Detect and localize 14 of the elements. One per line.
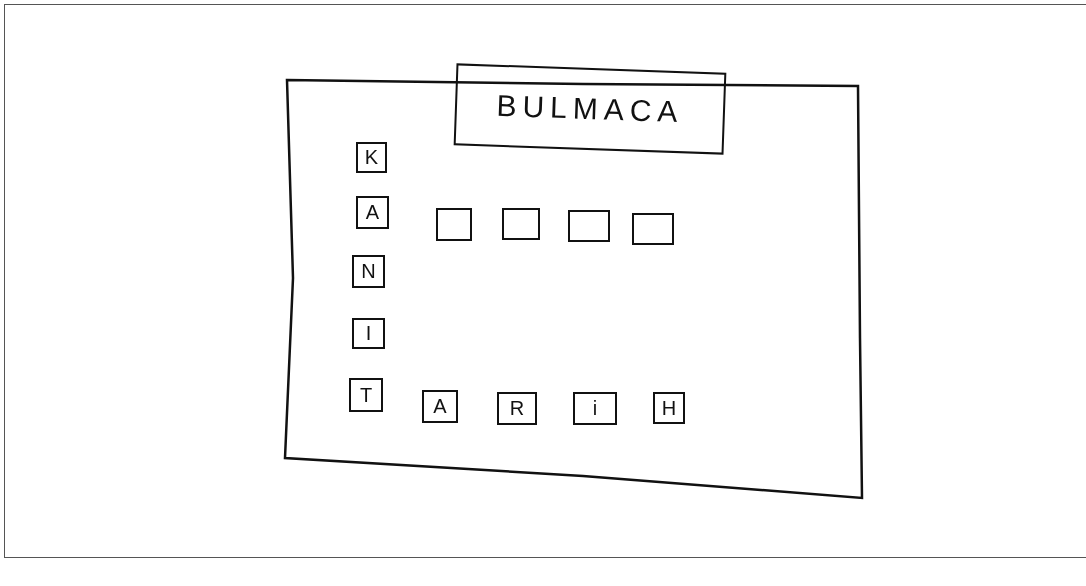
empty-square (502, 208, 540, 240)
letter-square: A (356, 196, 389, 229)
letter-square: T (349, 378, 383, 412)
letter-square: I (352, 318, 385, 349)
letter-square: N (352, 255, 385, 288)
letter-square: R (497, 392, 537, 425)
empty-square (632, 213, 674, 245)
letter-square: K (356, 142, 387, 173)
letter-square: H (653, 392, 685, 424)
empty-square (436, 208, 472, 241)
letter-square: A (422, 390, 458, 423)
empty-square (568, 210, 610, 242)
letter-square: i (573, 392, 617, 425)
title-box: BULMACA (453, 63, 727, 155)
